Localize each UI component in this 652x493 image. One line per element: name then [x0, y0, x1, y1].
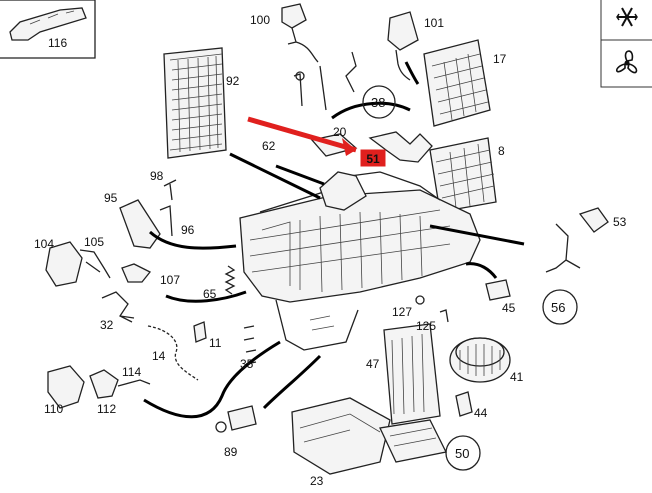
- assembly-arrows: [143, 61, 525, 419]
- part-100: [281, 3, 319, 63]
- highlight-arrow: [247, 116, 357, 156]
- highlight-callout[interactable]: 51: [360, 149, 386, 167]
- callout-112[interactable]: 112: [97, 402, 116, 416]
- callout-92[interactable]: 92: [226, 74, 240, 88]
- callout-38[interactable]: 38: [371, 95, 385, 110]
- callout-44[interactable]: 44: [474, 406, 488, 420]
- callout-116[interactable]: 116: [48, 36, 67, 50]
- callout-14[interactable]: 14: [152, 349, 166, 363]
- callout-125[interactable]: 125: [416, 319, 436, 333]
- callout-labels: 116 100 101 92 38 17 20 62 8 98 95 96 10…: [34, 13, 627, 488]
- callout-dot-89: [215, 421, 227, 433]
- callout-89[interactable]: 89: [224, 445, 238, 459]
- part-17: [423, 39, 491, 127]
- callout-127[interactable]: 127: [392, 305, 412, 319]
- snowflake-icon: [616, 7, 638, 27]
- part-38-linkage: [293, 51, 357, 111]
- callout-53[interactable]: 53: [613, 215, 627, 229]
- callout-23[interactable]: 23: [310, 474, 324, 488]
- hvac-housing: [239, 171, 481, 351]
- callout-56[interactable]: 56: [551, 300, 565, 315]
- callout-circle-38: [362, 85, 396, 119]
- parts-left: [45, 179, 257, 431]
- part-92: [163, 47, 227, 159]
- part-101: [387, 11, 419, 81]
- callout-20[interactable]: 20: [333, 125, 347, 139]
- callout-114[interactable]: 114: [122, 365, 141, 379]
- callout-110[interactable]: 110: [44, 402, 63, 416]
- callout-100[interactable]: 100: [250, 13, 270, 27]
- callout-47[interactable]: 47: [366, 357, 380, 371]
- callout-107[interactable]: 107: [160, 273, 180, 287]
- callout-circle-50: [445, 435, 481, 471]
- callout-65[interactable]: 65: [203, 287, 217, 301]
- callout-104[interactable]: 104: [34, 237, 54, 251]
- callout-32[interactable]: 32: [100, 318, 114, 332]
- callout-101[interactable]: 101: [424, 16, 444, 30]
- callout-45[interactable]: 45: [502, 301, 516, 315]
- highlight-callout-text: 51: [366, 152, 380, 166]
- callout-11[interactable]: 11: [209, 336, 222, 350]
- icon-panel: [600, 0, 652, 88]
- parts-bottom: [291, 279, 511, 475]
- fan-icon: [615, 50, 638, 74]
- callout-8[interactable]: 8: [498, 144, 505, 158]
- callout-circle-56: [542, 289, 578, 325]
- parts-right: [545, 207, 609, 273]
- part-8: [429, 137, 497, 213]
- callout-35[interactable]: 35: [240, 357, 254, 371]
- callout-17[interactable]: 17: [493, 52, 507, 66]
- callout-41[interactable]: 41: [510, 370, 524, 384]
- callout-95[interactable]: 95: [104, 191, 118, 205]
- callout-62[interactable]: 62: [262, 139, 276, 153]
- callout-50[interactable]: 50: [455, 446, 469, 461]
- callout-98[interactable]: 98: [150, 169, 164, 183]
- part-116-frame: [0, 0, 96, 59]
- callout-105[interactable]: 105: [84, 235, 104, 249]
- callout-96[interactable]: 96: [181, 223, 195, 237]
